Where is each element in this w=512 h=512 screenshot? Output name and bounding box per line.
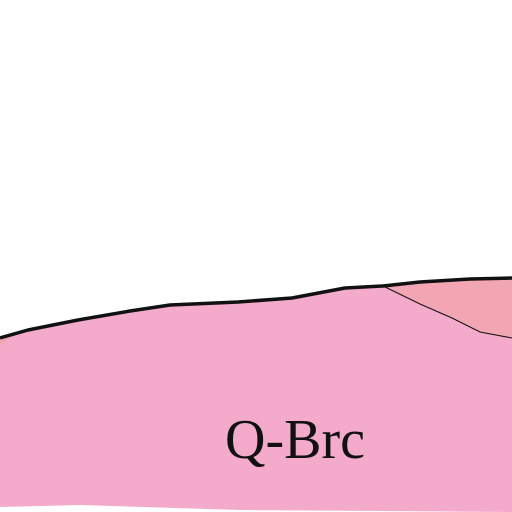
map-unit-polygon-main	[0, 278, 512, 512]
upper-contact-line	[0, 276, 512, 340]
map-unit-polygon-secondary	[383, 278, 512, 338]
unit-boundary-line	[382, 285, 512, 339]
map-unit-label: Q-Brc	[225, 409, 365, 471]
